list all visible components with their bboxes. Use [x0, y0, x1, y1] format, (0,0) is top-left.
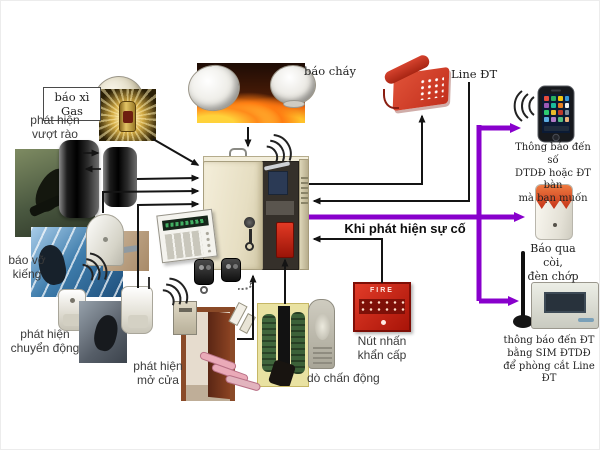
- smartphone-icon: [537, 85, 575, 143]
- line-panel-to-phone: [309, 114, 426, 185]
- glass-break-sensor-icon: [86, 214, 124, 266]
- gsm-antenna-icon: [511, 251, 541, 331]
- pir-sensor-wireless-icon: [121, 277, 153, 334]
- desk-phone-icon: [381, 53, 453, 113]
- label-notify-mobile: Thông báo đến số DTDĐ hoặc ĐT bàn mà bạn…: [515, 142, 591, 205]
- cabinet-handle: [229, 148, 247, 157]
- cabinet-interior: [261, 161, 299, 270]
- waves-smartphone-icon: [513, 90, 535, 122]
- panic-button-icon: FIRE: [353, 282, 411, 332]
- line-beam-to-panel: [136, 174, 200, 182]
- beam-sensor-right-icon: [103, 147, 137, 207]
- gsm-dialer-icon: [531, 282, 599, 329]
- cabinet-lock: [244, 217, 255, 228]
- gas-cylinder-photo-icon: [99, 89, 156, 141]
- wireless-transmitter-icon: [173, 301, 197, 335]
- control-cabinet: [203, 148, 309, 270]
- panic-button-band: [359, 299, 405, 314]
- vibration-sensor-photo: [257, 303, 309, 387]
- vibration-sensor-icon: [308, 299, 335, 369]
- remote-fob-1-icon: [194, 259, 214, 294]
- strobe-siren-icon: [535, 184, 573, 240]
- line-gas-to-panel: [152, 138, 200, 166]
- label-siren-alert: Báo qua còi, đèn chớp: [527, 242, 579, 284]
- gas-bottle: [119, 101, 136, 132]
- label-fire-alarm: báo cháy: [304, 64, 356, 78]
- panic-button-text: FIRE: [370, 287, 394, 294]
- cabinet-relay: [276, 222, 294, 258]
- label-glass-break: báo vỡ kiếng: [8, 253, 46, 282]
- phone-keypad: [418, 75, 445, 101]
- label-phone-line: Line ĐT: [451, 67, 498, 81]
- line-panic-to-panel: [312, 235, 383, 283]
- label-gsm-notify: thông báo đến ĐT bằng SIM ĐTDĐ để phòng …: [503, 335, 595, 385]
- label-door-open: phát hiện mở cửa: [133, 359, 183, 388]
- burglar-photo: [79, 301, 127, 363]
- keypad-lcd: [161, 215, 209, 231]
- gsm-screen: [544, 292, 586, 313]
- beam-sensor-left-icon: [59, 140, 99, 218]
- label-vibration: dò chấn động: [307, 371, 380, 385]
- cabinet-side-wall: [299, 159, 309, 270]
- label-panic-button: Nút nhấn khẩn cấp: [357, 334, 407, 363]
- phone-cord: [383, 89, 399, 109]
- keypad-buttons: [164, 230, 204, 260]
- siren-strobe-top: [536, 185, 572, 209]
- label-event-banner: Khi phát hiện sự cố: [344, 221, 466, 236]
- label-fence-detection: phát hiện vượt rào: [30, 113, 80, 142]
- label-gas: báo xì Gas: [43, 87, 101, 121]
- heat-detector-icon: [270, 65, 316, 108]
- remote-fob-2-icon: [221, 258, 252, 290]
- keypad-icon: [156, 208, 218, 264]
- label-motion-detection: phát hiện chuyển động: [10, 327, 80, 356]
